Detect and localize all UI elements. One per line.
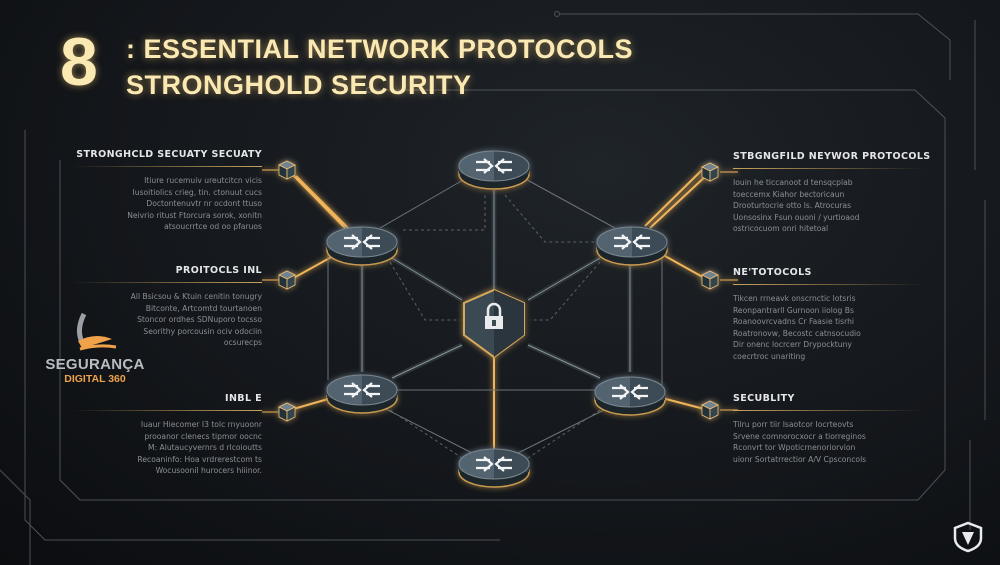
router-arrows-icon [614,234,650,250]
router-icon-lower-right [594,376,666,416]
block-line: toeccemx Kiahor bectoricaun [733,189,845,199]
block-line: Srvene comnorocxocr a tiorreginos [733,431,866,441]
cube-icon [278,270,296,290]
info-block-right-1: STBGNGFILD NEYWOR PROTOCOLS Iouin he tic… [733,151,931,235]
block-heading: PROITOCLS INL [175,265,262,276]
frame-lines [0,11,986,565]
block-line: ocsurecps [223,338,262,347]
divider [72,166,262,167]
title-line-2: STRONGHOLD SECURITY [126,70,472,100]
info-block-right-2: NE'TOTOCOLS Tikcen rrneavk onscrnctic lo… [733,267,923,362]
router-icon-bottom [458,448,530,488]
block-heading: SECUBLITY [733,393,795,404]
block-line: atsoucrrtce od oo pfaruos [164,222,262,231]
block-line: M: Alutaucyvernrs d rlcoioutts [148,443,262,452]
block-heading: INBL E [225,393,262,404]
title-number: 8 [60,24,98,100]
router-arrows-icon [476,456,512,472]
block-line: uionr Sortatrrectior A/V Cpsconcols [733,454,867,464]
block-line: Roatronovw, Becostc catnsocudio [733,328,861,338]
block-line: Uonsosinx Fsun ouoni / yurtioaod [733,212,860,222]
title-line-1: : ESSENTIAL NETWORK PROTOCOLS [126,34,634,64]
router-arrows-icon [344,382,380,398]
router-icon-top [458,150,530,190]
cube-icon [701,270,719,290]
cube-icon [701,400,719,420]
router-icon-lower-left [326,374,398,414]
block-line: Bitconte, Artcomtd tourtanoen [145,303,262,313]
cube-icon [278,402,296,422]
info-block-right-3: SECUBLITY Tilru porr tiir Isaotcor Iocrt… [733,393,923,465]
block-line: Doctontenuvtr nr ocdont ttuso [146,199,262,208]
router-icon-upper-left [326,226,398,266]
router-arrows-icon [344,234,380,250]
block-line: Wocusoonil hurocers hiiinor. [155,466,262,475]
block-line: coecrtroc unariting [733,351,806,361]
router-nodes [326,150,668,488]
router-arrows-icon [612,384,648,400]
block-heading: STBGNGFILD NEYWOR PROTOCOLS [733,151,931,162]
shield-badge-icon [953,521,983,553]
block-line: Iuaur Hiecomer I3 tolc rnyuoonr [140,420,262,429]
thick-link-highlights [361,190,631,379]
info-block-left-1: STRONGHCLD SECUATY SECUATY Itiure rucemu… [72,149,262,233]
shield-lock-icon [463,288,525,359]
block-line: Reonpantrarll Gurnoon iiolog Bs [733,305,854,315]
connector-cubes [278,160,719,422]
block-line: prooanor clenecs tipmor oocnc [144,431,262,441]
block-line: Rconvrt tor Wpoticrnenoriorvion [733,443,856,452]
router-top [596,226,668,258]
block-line: Roanoovrcvadns Cr Faasie tisrhi [733,317,855,326]
block-line: Stoncor ordhes SDNuporo tocsso [137,315,262,324]
divider [72,410,262,411]
block-line: Iusoitiolics crieg, tin. ctonuut cucs [132,187,262,197]
block-line: Dir onenc locrcerr Drypocktuny [733,340,852,349]
router-top [326,374,398,406]
block-line: All Bsicsou & Ktuin cenitin tonugry [130,292,262,301]
block-line: Tikcen rrneavk onscrnctic lotsris [733,294,856,303]
router-top [458,150,530,182]
logo-word-1: SEGURANÇA [45,356,145,373]
cube-icon [701,162,719,182]
router-arrows-icon [476,158,512,174]
brand-logo: SEGURANÇA DIGITAL 360 [30,312,160,385]
block-line: ostricocuom onri hitetoal [733,224,829,233]
block-line: Neivrio ritust Ftorcura sorok, xonitn [127,210,262,220]
block-line: Itiure rucemuiv ureutcitcn vicis [144,176,262,185]
block-heading: NE'TOTOCOLS [733,267,812,278]
info-block-left-2: PROITOCLS INL All Bsicsou & Ktuin ceniti… [72,265,262,349]
router-top [326,226,398,258]
block-line: Drooturtocrie otto ls. Atrocuras [733,201,852,210]
logo-mark-icon [76,312,117,351]
divider [733,168,923,169]
divider [72,282,262,283]
router-top [458,448,530,480]
block-line: Tilru porr tiir Isaotcor Iocrteovts [733,420,854,429]
thin-links [327,175,663,456]
divider [733,410,923,411]
router-top [594,376,666,408]
block-line: Seorithy porcousin ociv odociin [143,326,262,336]
router-icon-upper-right [596,226,668,266]
dashed-links [389,194,601,471]
divider [733,284,923,285]
logo-word-2: DIGITAL 360 [64,373,126,385]
cube-icon [278,160,296,180]
info-block-left-3: INBL E Iuaur Hiecomer I3 tolc rnyuoonr pr… [72,393,262,477]
block-line: Iouin he ticcanoot d tensqcplab [733,178,853,187]
block-heading: STRONGHCLD SECUATY SECUATY [76,149,262,160]
block-line: Recoaninfo: Hoa vrdrerestcom ts [137,454,262,464]
